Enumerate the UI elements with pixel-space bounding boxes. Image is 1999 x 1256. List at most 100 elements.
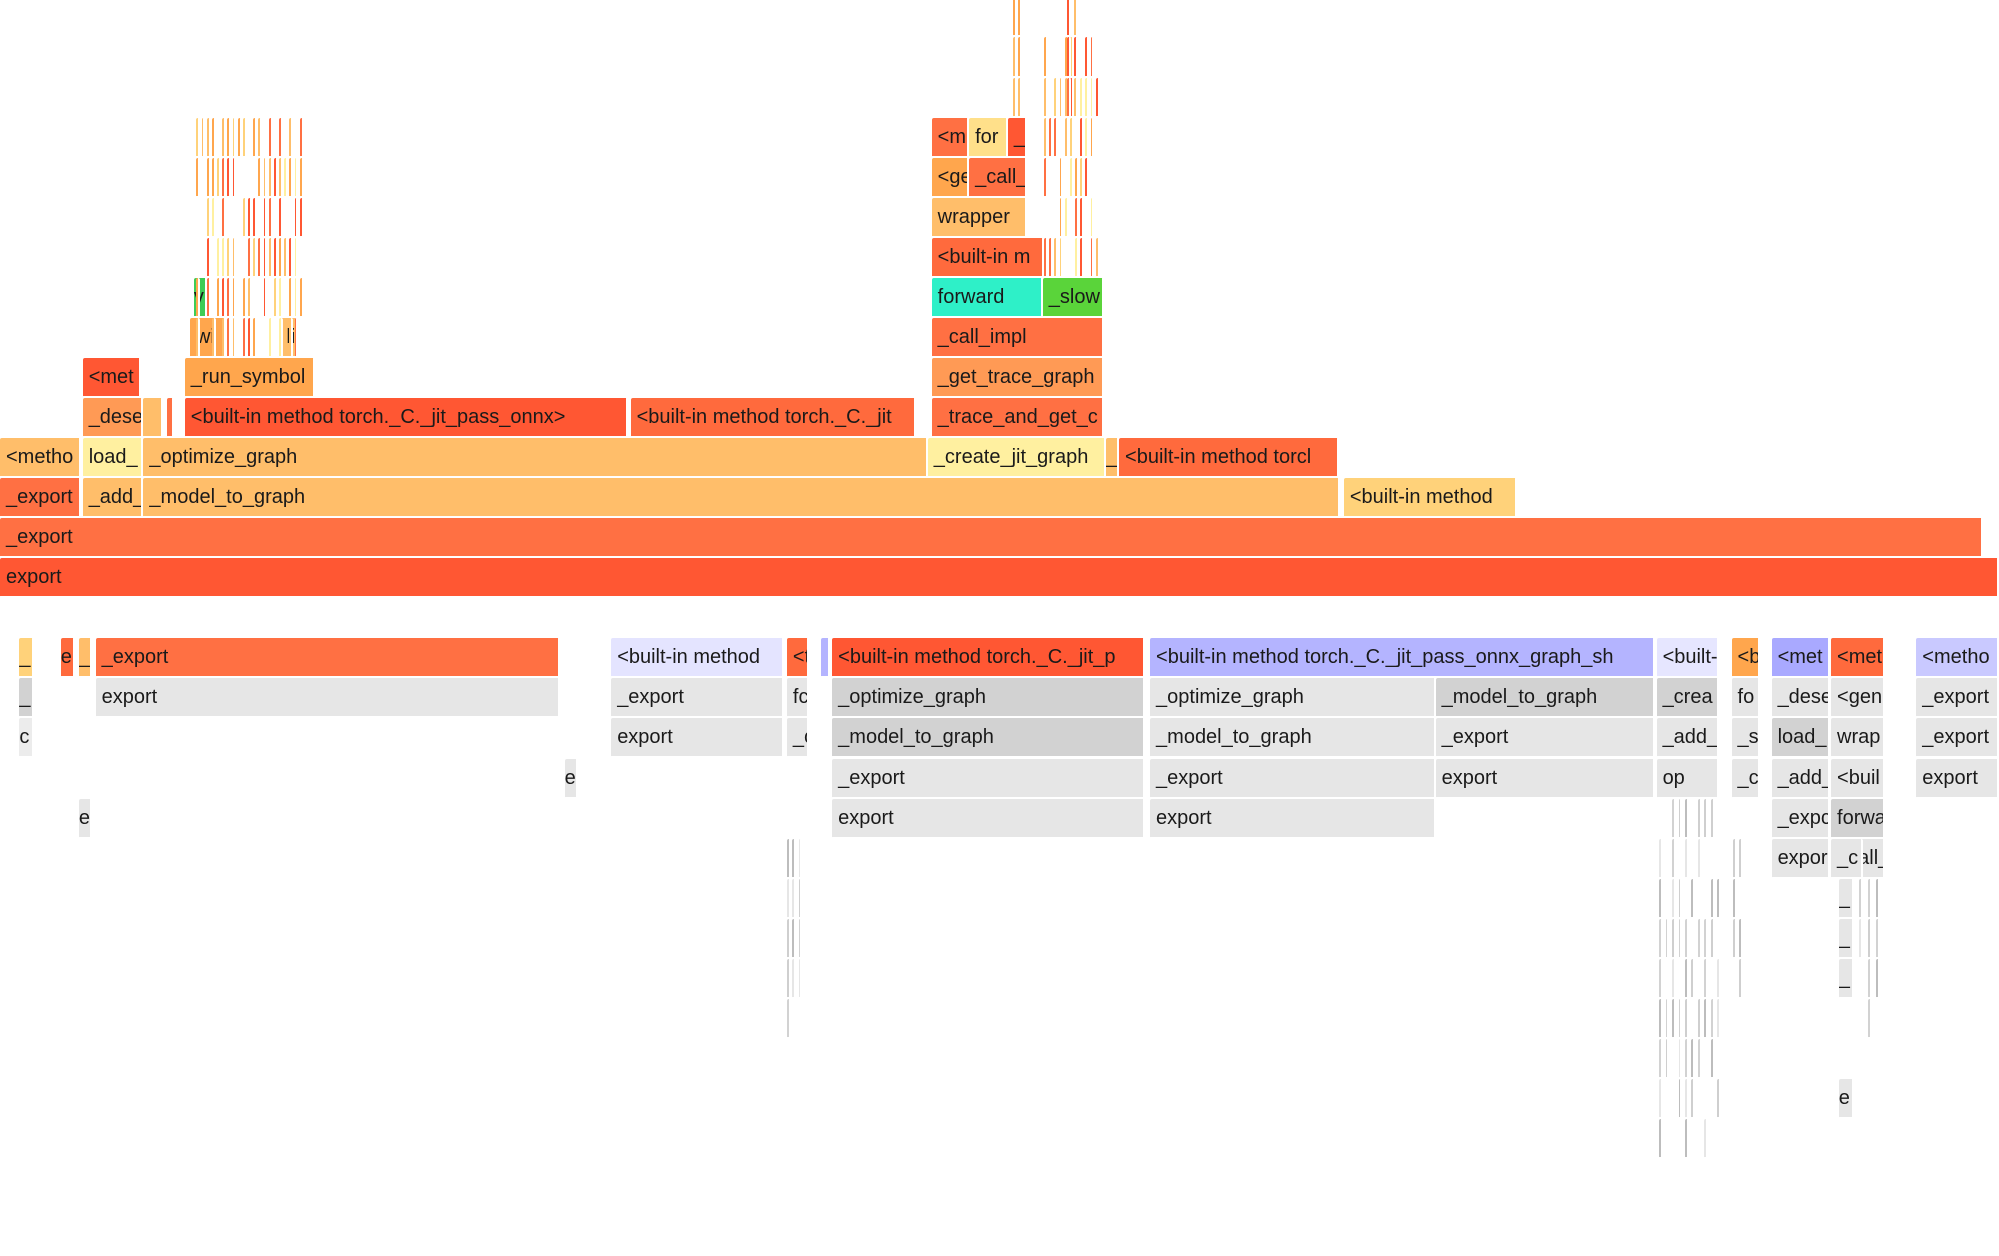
bottom-flame-frame[interactable]: <b bbox=[1731, 638, 1760, 679]
flame-sliver[interactable] bbox=[196, 277, 201, 318]
flame-sliver[interactable] bbox=[1054, 237, 1059, 278]
flame-sliver[interactable] bbox=[227, 317, 232, 358]
flame-sliver[interactable] bbox=[268, 197, 273, 238]
flame-sliver[interactable] bbox=[786, 998, 791, 1039]
flame-sliver[interactable] bbox=[1868, 958, 1873, 999]
bottom-flame-frame[interactable]: c bbox=[19, 718, 34, 759]
flame-sliver[interactable] bbox=[1876, 918, 1881, 959]
flame-sliver[interactable] bbox=[289, 117, 294, 158]
flame-sliver[interactable] bbox=[299, 197, 304, 238]
flame-sliver[interactable] bbox=[798, 878, 803, 919]
flame-sliver[interactable] bbox=[232, 277, 237, 318]
flame-sliver[interactable] bbox=[217, 277, 221, 318]
flame-sliver[interactable] bbox=[222, 117, 227, 158]
bottom-flame-frame[interactable]: <built-in method torch._C._jit_pass_onnx… bbox=[1150, 638, 1656, 679]
flame-sliver[interactable] bbox=[1659, 838, 1664, 879]
top-flame-frame[interactable]: wi bbox=[189, 317, 227, 358]
flame-sliver[interactable] bbox=[1685, 918, 1689, 959]
flame-sliver[interactable] bbox=[206, 277, 211, 318]
flame-sliver[interactable] bbox=[1710, 1038, 1715, 1079]
bottom-flame-frame[interactable]: _model_to_graph bbox=[832, 718, 1145, 759]
flame-sliver[interactable] bbox=[1717, 958, 1722, 999]
bottom-flame-frame[interactable]: fc bbox=[786, 678, 809, 719]
flame-sliver[interactable] bbox=[1739, 958, 1744, 999]
flame-sliver[interactable] bbox=[1075, 237, 1079, 278]
bottom-flame-frame[interactable]: _dese bbox=[1771, 678, 1830, 719]
top-flame-frame[interactable]: wrapper bbox=[931, 197, 1028, 238]
flame-sliver[interactable] bbox=[1665, 998, 1670, 1039]
bottom-flame-frame[interactable]: _ bbox=[1838, 878, 1855, 919]
flame-sliver[interactable] bbox=[1044, 157, 1048, 198]
flame-sliver[interactable] bbox=[206, 117, 211, 158]
flame-sliver[interactable] bbox=[1672, 878, 1676, 919]
flame-sliver[interactable] bbox=[253, 117, 258, 158]
top-flame-frame[interactable]: <built-in method torch._C._jit bbox=[630, 397, 917, 439]
flame-sliver[interactable] bbox=[1080, 197, 1085, 238]
flame-sliver[interactable] bbox=[196, 117, 201, 158]
flame-sliver[interactable] bbox=[1691, 878, 1696, 919]
flame-sliver[interactable] bbox=[263, 277, 268, 318]
top-flame-frame[interactable]: forward bbox=[931, 277, 1043, 318]
flame-sliver[interactable] bbox=[1085, 157, 1090, 198]
top-flame-frame[interactable]: <built-in method torch._C._jit_pass_onnx… bbox=[184, 397, 628, 439]
flame-sliver[interactable] bbox=[1054, 117, 1059, 158]
top-flame-frame[interactable]: _ bbox=[1106, 438, 1119, 479]
flame-sliver[interactable] bbox=[1013, 77, 1017, 118]
flame-sliver[interactable] bbox=[1678, 1078, 1683, 1120]
flame-sliver[interactable] bbox=[1678, 798, 1683, 839]
flame-sliver[interactable] bbox=[1075, 157, 1079, 198]
top-flame-frame[interactable]: _trace_and_get_c bbox=[931, 397, 1104, 439]
top-flame-frame[interactable]: _optimize_graph bbox=[143, 438, 928, 479]
top-flame-frame[interactable]: _create_jit_graph bbox=[927, 438, 1107, 479]
flame-sliver[interactable] bbox=[786, 838, 791, 879]
flame-sliver[interactable] bbox=[1080, 77, 1085, 118]
flame-sliver[interactable] bbox=[1691, 1078, 1696, 1120]
flame-sliver[interactable] bbox=[1868, 918, 1873, 959]
flame-sliver[interactable] bbox=[792, 878, 796, 919]
flame-sliver[interactable] bbox=[1073, 0, 1078, 38]
flame-sliver[interactable] bbox=[1018, 77, 1023, 118]
flame-sliver[interactable] bbox=[1704, 798, 1709, 839]
bottom-flame-frame[interactable]: <built-in method torch._C._jit_p bbox=[832, 638, 1145, 679]
bottom-flame-frame[interactable]: e bbox=[78, 798, 92, 839]
flame-sliver[interactable] bbox=[1044, 237, 1048, 278]
flame-sliver[interactable] bbox=[1704, 958, 1709, 999]
flame-sliver[interactable] bbox=[206, 157, 211, 198]
flame-sliver[interactable] bbox=[279, 197, 283, 238]
bottom-flame-frame[interactable] bbox=[820, 638, 830, 679]
bottom-flame-frame[interactable]: wrap bbox=[1831, 718, 1886, 759]
bottom-flame-frame[interactable]: <built- bbox=[1656, 638, 1719, 679]
bottom-flame-frame[interactable]: _ bbox=[78, 638, 92, 679]
flame-sliver[interactable] bbox=[211, 317, 216, 358]
top-flame-frame[interactable]: <built-in m bbox=[931, 237, 1045, 278]
flame-sliver[interactable] bbox=[1059, 157, 1064, 198]
flame-sliver[interactable] bbox=[268, 157, 273, 198]
flame-sliver[interactable] bbox=[222, 317, 227, 358]
flame-sliver[interactable] bbox=[1069, 37, 1074, 78]
bottom-flame-frame[interactable]: _call_ bbox=[1831, 838, 1886, 879]
flame-sliver[interactable] bbox=[1659, 1038, 1664, 1079]
flame-sliver[interactable] bbox=[242, 277, 247, 318]
flame-sliver[interactable] bbox=[1044, 77, 1048, 118]
flame-sliver[interactable] bbox=[1073, 37, 1078, 78]
flame-sliver[interactable] bbox=[1704, 1119, 1709, 1160]
flame-sliver[interactable] bbox=[1710, 918, 1715, 959]
top-flame-frame[interactable]: _call_ bbox=[969, 157, 1028, 198]
flame-sliver[interactable] bbox=[798, 918, 803, 959]
flame-sliver[interactable] bbox=[1069, 117, 1074, 158]
top-flame-frame[interactable]: _slow bbox=[1042, 277, 1104, 318]
flame-sliver[interactable] bbox=[1059, 237, 1064, 278]
flame-sliver[interactable] bbox=[1868, 878, 1873, 919]
flame-sliver[interactable] bbox=[1704, 998, 1709, 1039]
flame-sliver[interactable] bbox=[237, 117, 242, 158]
flame-sliver[interactable] bbox=[289, 317, 294, 358]
flame-sliver[interactable] bbox=[289, 277, 294, 318]
flame-sliver[interactable] bbox=[1859, 878, 1864, 919]
bottom-flame-frame[interactable]: forwa bbox=[1831, 798, 1886, 839]
flame-sliver[interactable] bbox=[201, 117, 206, 158]
bottom-flame-frame[interactable]: _model_to_graph bbox=[1435, 678, 1656, 719]
flame-sliver[interactable] bbox=[1665, 918, 1670, 959]
flame-sliver[interactable] bbox=[1685, 798, 1689, 839]
flame-sliver[interactable] bbox=[299, 157, 304, 198]
flame-sliver[interactable] bbox=[211, 197, 216, 238]
